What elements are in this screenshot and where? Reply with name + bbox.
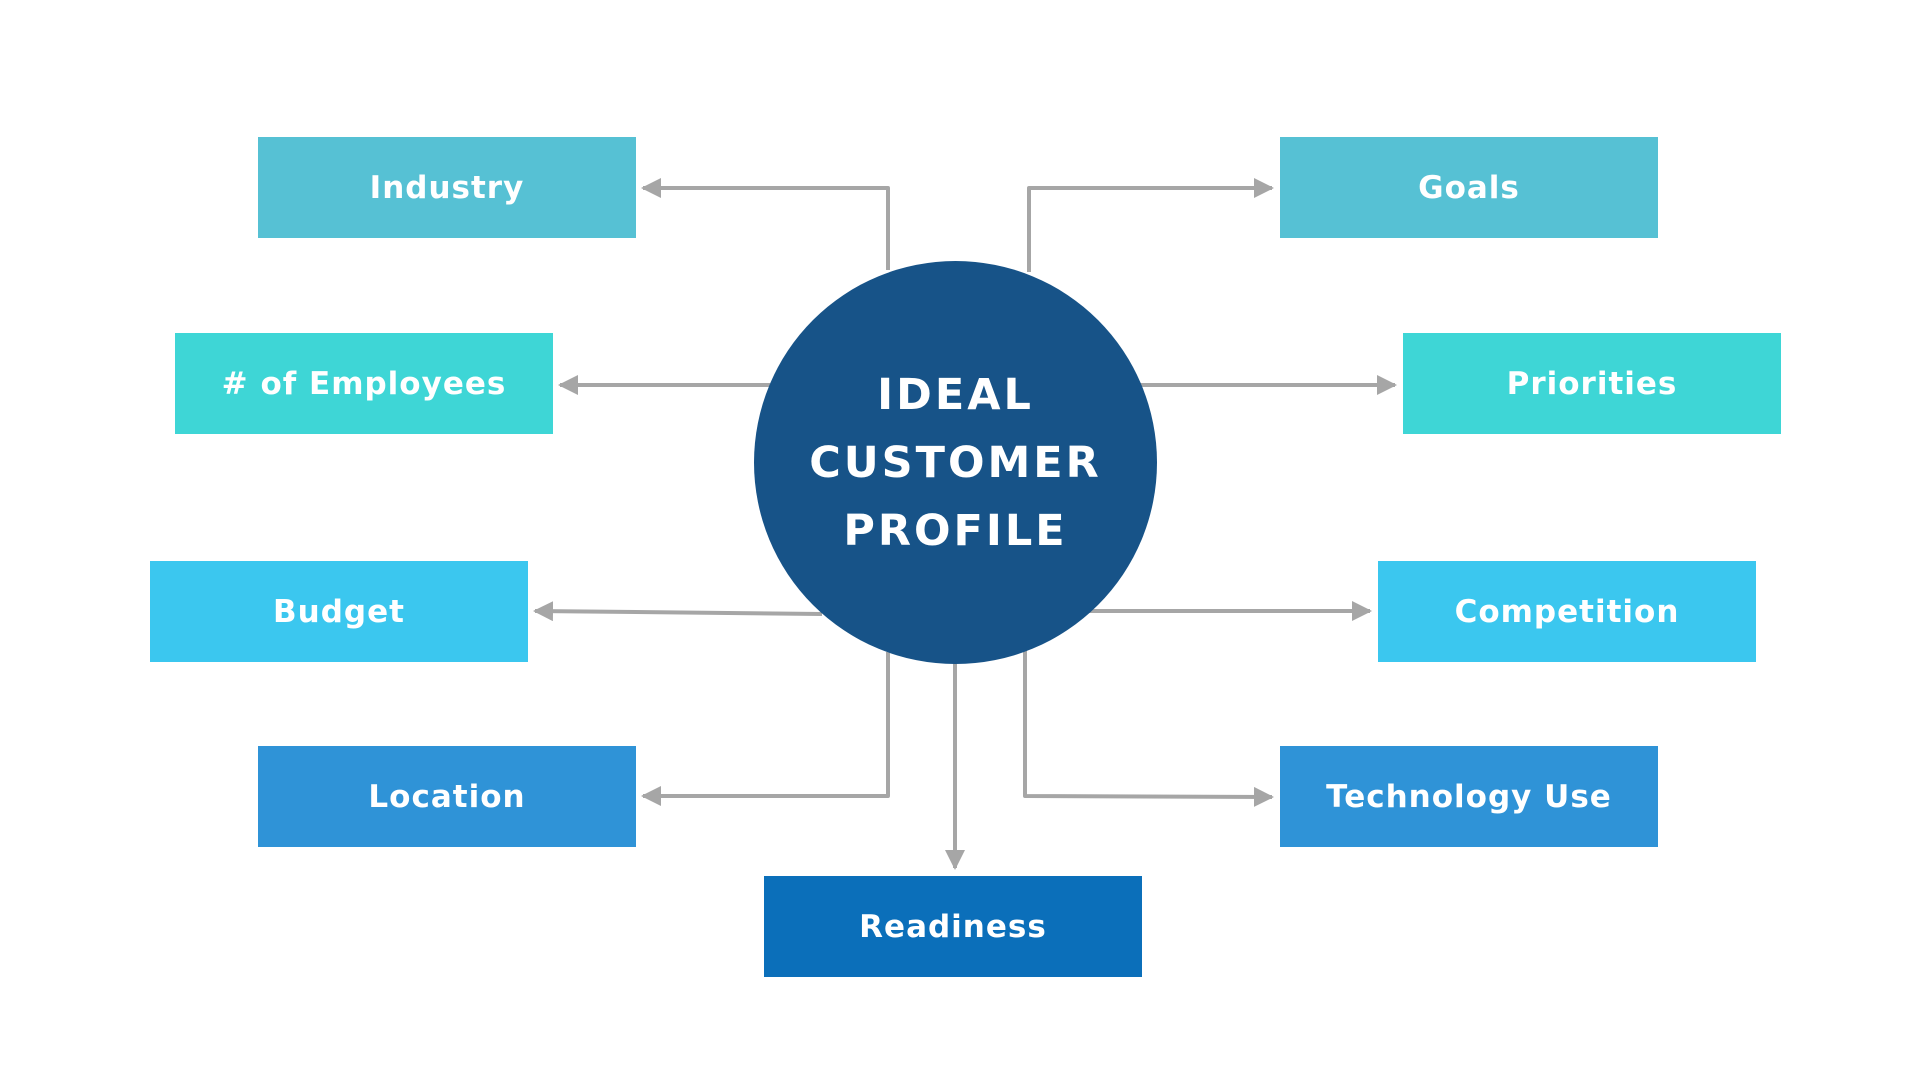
node-label-readiness: Readiness [859,908,1047,945]
node-label-budget: Budget [273,593,405,630]
node-label-location: Location [368,778,526,815]
connector-budget [533,601,823,622]
node-label-industry: Industry [369,169,525,206]
node-technology[interactable]: Technology Use [1280,746,1658,847]
center-label: IDEAL CUSTOMER PROFILE [809,369,1102,556]
node-employees[interactable]: # of Employees [175,333,553,434]
node-location[interactable]: Location [258,746,636,847]
ideal-customer-profile-circle: IDEAL CUSTOMER PROFILE [754,261,1157,664]
node-label-goals: Goals [1418,169,1520,206]
node-priorities[interactable]: Priorities [1403,333,1781,434]
connector-industry [641,178,890,270]
node-goals[interactable]: Goals [1280,137,1658,238]
connector-technology [1023,650,1274,807]
node-label-priorities: Priorities [1506,365,1678,402]
node-label-competition: Competition [1454,593,1680,630]
connector-location [641,652,890,806]
node-competition[interactable]: Competition [1378,561,1756,662]
node-industry[interactable]: Industry [258,137,636,238]
node-readiness[interactable]: Readiness [764,876,1142,977]
connector-goals [1027,178,1274,272]
node-label-employees: # of Employees [221,365,507,402]
node-label-technology: Technology Use [1326,778,1612,815]
node-budget[interactable]: Budget [150,561,528,662]
